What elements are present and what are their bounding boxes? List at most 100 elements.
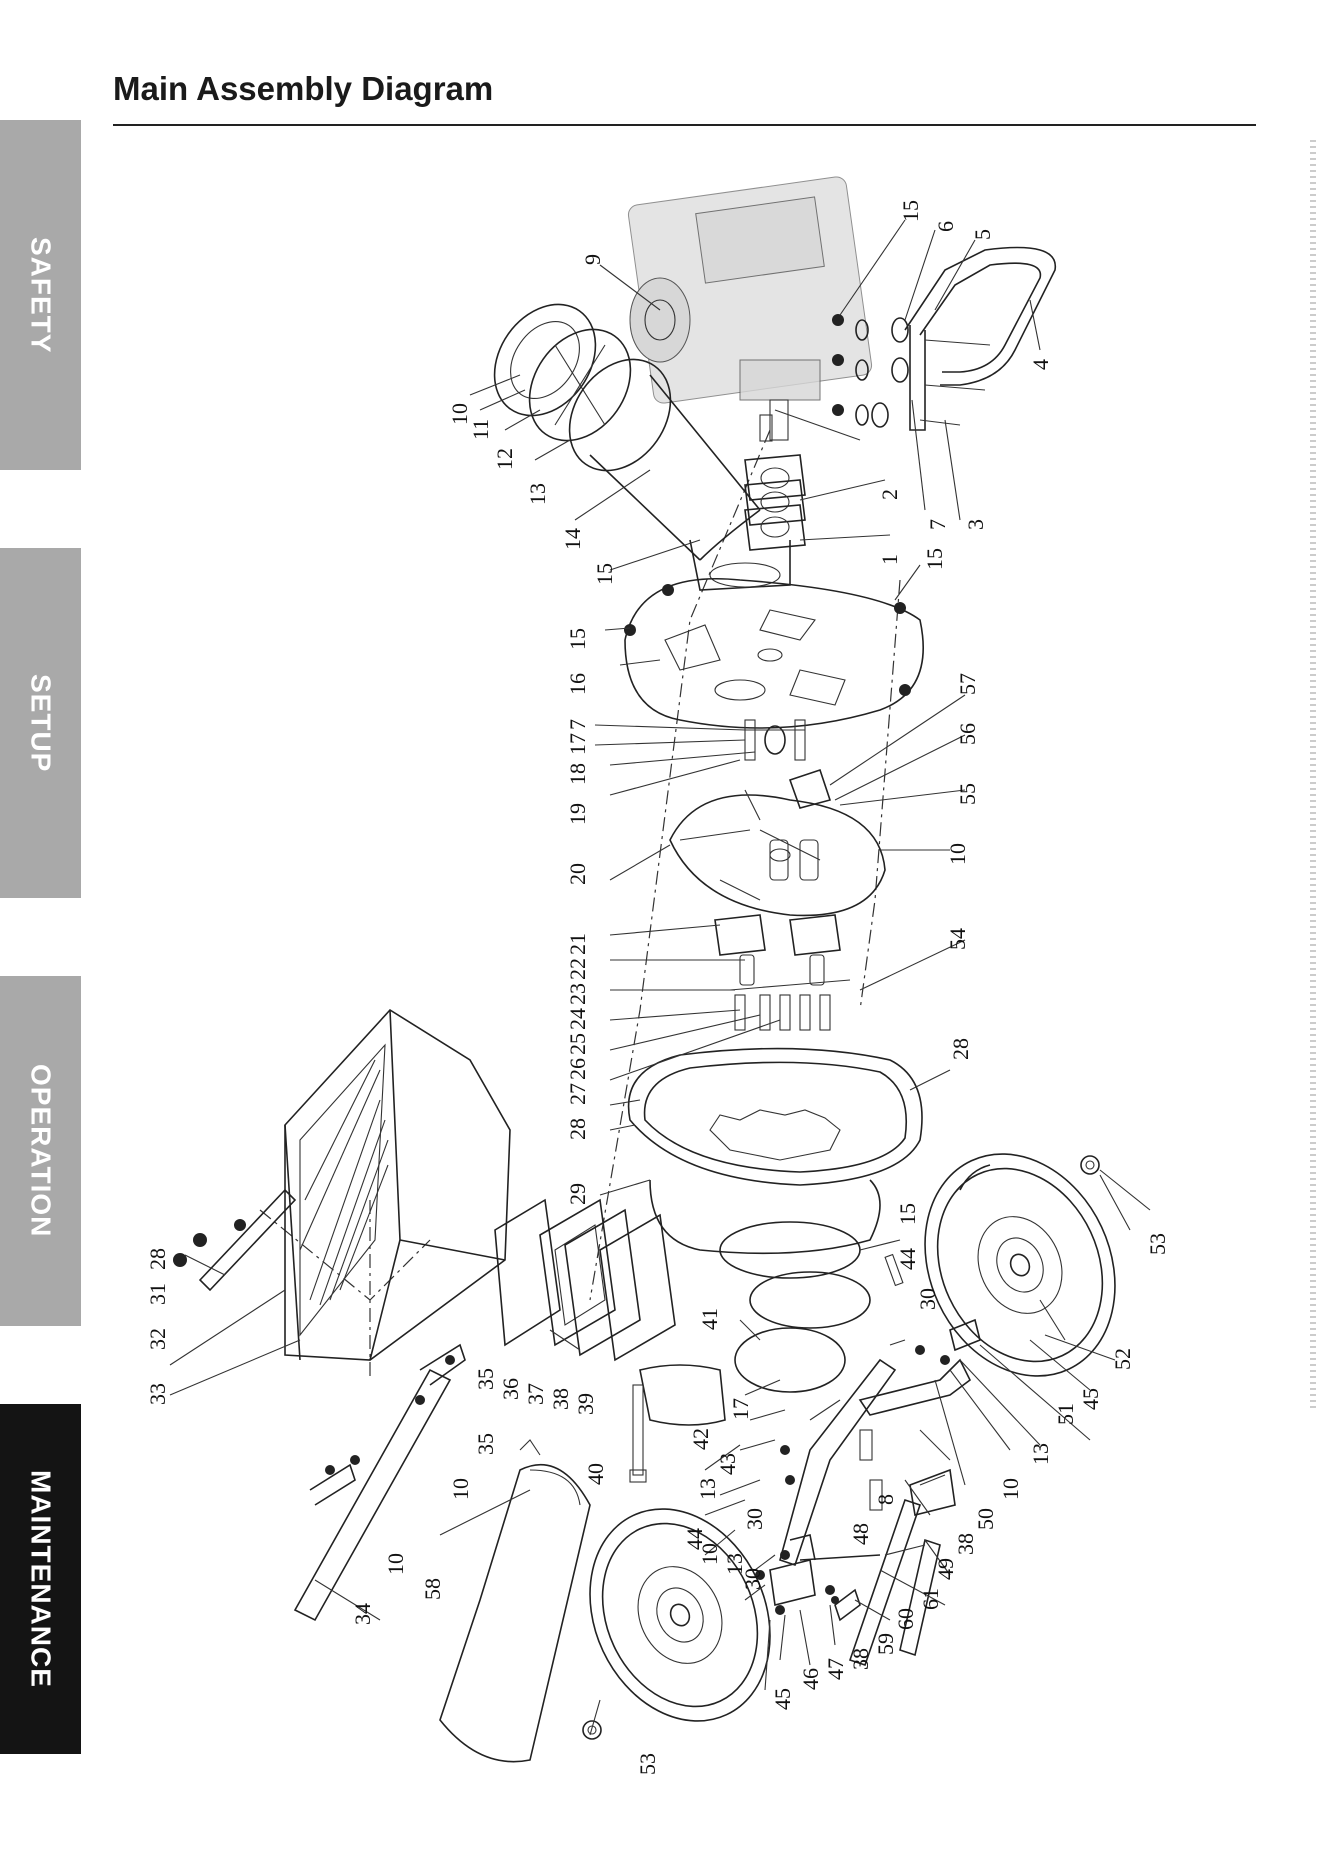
part-label: 16 (565, 673, 590, 695)
part-label: 31 (145, 1283, 170, 1305)
part-label: 26 (565, 1058, 590, 1080)
part-label: 15 (895, 1203, 920, 1225)
part-label: 5 (970, 229, 995, 240)
part-label: 1 (877, 554, 902, 565)
part-label: 45 (770, 1688, 795, 1710)
part-label: 44 (682, 1528, 707, 1550)
part-label: 13 (722, 1553, 747, 1575)
part-label: 43 (715, 1453, 740, 1475)
part-label: 38 (848, 1648, 873, 1670)
part-labels: 9 15 6 5 4 10 11 12 13 14 2 7 3 1 15 15 … (145, 200, 1170, 1775)
part-label: 53 (1145, 1233, 1170, 1255)
flange-plates (744, 414, 806, 551)
part-label: 6 (933, 221, 958, 232)
centerlines (259, 429, 901, 1380)
part-label: 56 (955, 723, 980, 745)
part-label: 9 (580, 254, 605, 265)
part-label: 32 (145, 1328, 170, 1350)
part-label: 13 (525, 483, 550, 505)
part-label: 28 (565, 1118, 590, 1140)
title-rule (113, 124, 1256, 126)
hopper (284, 1008, 511, 1361)
tab-safety-label: SAFETY (25, 236, 57, 354)
part-label: 29 (565, 1183, 590, 1205)
hopper-bracket (173, 1188, 297, 1292)
part-label: 8 (873, 1494, 898, 1505)
part-label: 35 (473, 1368, 498, 1390)
tab-maintenance[interactable]: MAINTENANCE (0, 1404, 81, 1754)
part-label: 15 (565, 628, 590, 650)
part-label: 30 (742, 1508, 767, 1530)
part-label: 60 (893, 1608, 918, 1630)
part-label: 11 (468, 419, 493, 440)
handle-bar (904, 246, 1056, 431)
part-label: 3 (963, 519, 988, 530)
part-label: 48 (848, 1523, 873, 1545)
part-label: 7 (925, 519, 950, 530)
part-label: 10 (697, 1543, 722, 1565)
part-label: 25 (565, 1033, 590, 1055)
part-label: 40 (583, 1463, 608, 1485)
page-edge-marks (1310, 140, 1316, 1410)
page-title: Main Assembly Diagram (113, 70, 494, 107)
part-label: 28 (145, 1248, 170, 1270)
engine (627, 176, 873, 441)
part-label: 4 (1028, 359, 1053, 370)
part-label: 47 (823, 1658, 848, 1680)
part-label: 30 (740, 1568, 765, 1590)
part-label: 18 (565, 763, 590, 785)
part-label: 27 (565, 1083, 590, 1105)
part-label: 59 (873, 1633, 898, 1655)
lower-housing (639, 1179, 881, 1426)
part-label: 10 (945, 843, 970, 865)
part-label: 49 (933, 1558, 958, 1580)
part-label: 10 (447, 403, 472, 425)
part-label: 19 (565, 803, 590, 825)
part-label: 36 (498, 1378, 523, 1400)
collection-bag (439, 1439, 591, 1763)
tab-safety[interactable]: SAFETY (0, 120, 81, 470)
part-label: 15 (898, 200, 923, 222)
part-label: 39 (573, 1393, 598, 1415)
engine-hardware (832, 314, 991, 428)
part-label: 57 (955, 673, 980, 695)
part-label: 15 (592, 563, 617, 585)
impeller (669, 768, 886, 917)
part-label: 10 (383, 1553, 408, 1575)
part-label: 53 (635, 1753, 660, 1775)
part-label: 55 (955, 783, 980, 805)
tab-operation[interactable]: OPERATION (0, 976, 81, 1326)
part-label: 10 (998, 1478, 1023, 1500)
leader-lines (169, 219, 1151, 1736)
part-label: 15 (922, 548, 947, 570)
part-label: 46 (798, 1668, 823, 1690)
blade-hardware (714, 914, 851, 1031)
inlet-gaskets (494, 1198, 676, 1362)
part-label: 41 (697, 1308, 722, 1330)
discharge-chute (493, 303, 791, 591)
small-hardware (755, 1318, 981, 1622)
part-label: 14 (560, 528, 585, 550)
part-label: 35 (473, 1433, 498, 1455)
part-label: 38 (953, 1533, 978, 1555)
part-label: 20 (565, 863, 590, 885)
loose-bolts (629, 1253, 904, 1483)
center-bolts (744, 719, 806, 761)
part-label: 28 (948, 1038, 973, 1060)
tab-setup-label: SETUP (25, 673, 57, 773)
part-label: 23 (565, 983, 590, 1005)
part-label: 45 (1078, 1388, 1103, 1410)
tab-setup[interactable]: SETUP (0, 548, 81, 898)
part-label: 2 (877, 489, 902, 500)
part-label: 17 (565, 733, 590, 755)
part-label: 52 (1110, 1348, 1135, 1370)
left-wheel (582, 1508, 771, 1740)
back-plate (624, 578, 924, 729)
part-label: 12 (492, 448, 517, 470)
part-label: 50 (973, 1508, 998, 1530)
part-label: 58 (420, 1578, 445, 1600)
hopper-handle (293, 1343, 466, 1622)
part-label: 13 (1028, 1443, 1053, 1465)
tab-maintenance-label: MAINTENANCE (25, 1470, 57, 1688)
